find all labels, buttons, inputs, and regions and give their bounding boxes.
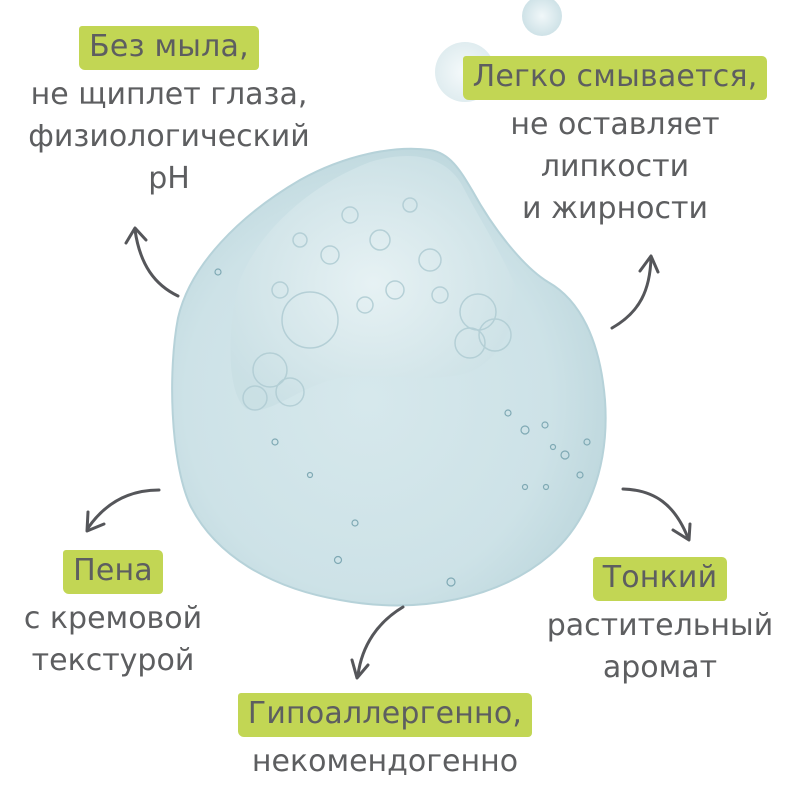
feature-highlight: Тонкий (592, 557, 728, 601)
feature-foam: Пена с кремовой текстурой (0, 550, 226, 682)
feature-hypoallergenic: Гипоаллергенно, некомендогенно (200, 693, 570, 783)
feature-line: физиологический (28, 119, 310, 154)
feature-aroma: Тонкий растительный аромат (520, 557, 800, 689)
feature-highlight: Легко смывается, (462, 56, 768, 100)
feature-line: липкости (540, 149, 690, 184)
feature-line: не щиплет глаза, (30, 77, 308, 112)
feature-line: и жирности (521, 191, 709, 226)
feature-highlight: Гипоаллергенно, (237, 693, 533, 737)
feature-line: с кремовой (23, 601, 203, 636)
feature-line: некомендогенно (251, 744, 519, 779)
feature-line: аромат (602, 650, 718, 685)
feature-line: pH (148, 161, 190, 196)
feature-highlight: Без мыла, (79, 26, 259, 70)
feature-line: не оставляет (510, 107, 720, 142)
feature-highlight: Пена (63, 550, 163, 594)
feature-rinses-easily: Легко смывается, не оставляет липкости и… (440, 56, 790, 230)
feature-line: растительный (546, 608, 774, 643)
feature-soap-free: Без мыла, не щиплет глаза, физиологическ… (0, 26, 338, 200)
feature-line: текстурой (31, 643, 195, 678)
